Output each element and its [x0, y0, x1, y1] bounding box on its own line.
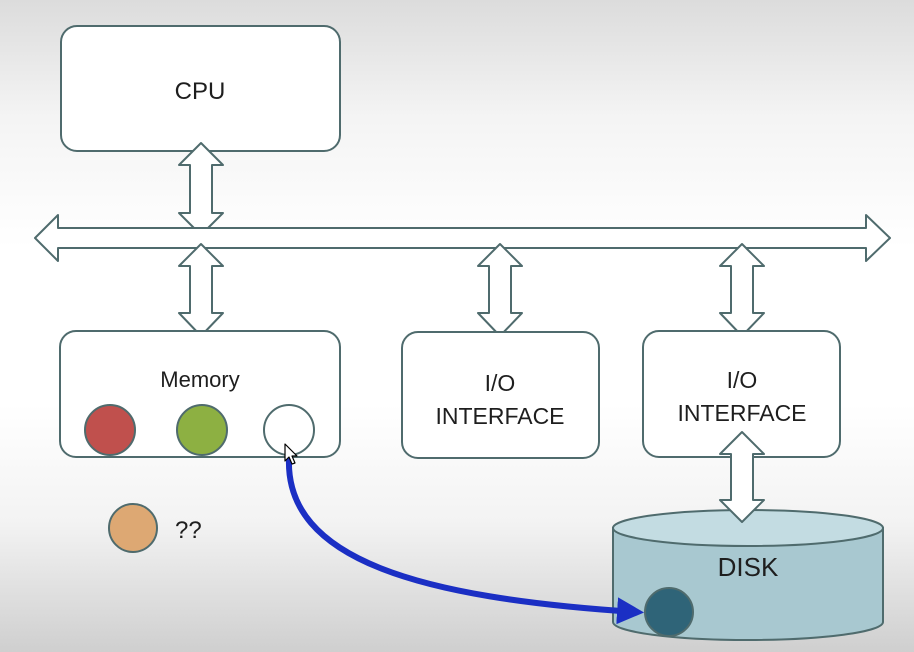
- cpu-label: CPU: [175, 78, 226, 105]
- unknown-page: ??: [108, 503, 202, 553]
- memory-page-green: [176, 404, 228, 456]
- io1-label-line1: I/O: [485, 370, 516, 396]
- io2-label-line1: I/O: [727, 367, 758, 393]
- unknown-page-circle: [108, 503, 158, 553]
- disk-label: DISK: [718, 552, 779, 582]
- bus-memory-arrow: [178, 243, 224, 337]
- memory-label: Memory: [160, 367, 239, 392]
- io-interface-box-1: I/O INTERFACE: [401, 331, 600, 459]
- io2-label-line2: INTERFACE: [677, 400, 806, 426]
- bus-io2-arrow: [719, 243, 765, 337]
- io2-disk-arrow: [719, 431, 765, 523]
- memory-box: Memory: [59, 330, 341, 458]
- disk-page: [644, 587, 694, 637]
- cpu-bus-arrow: [178, 142, 224, 236]
- memory-page-red: [84, 404, 136, 456]
- bus-io1-arrow: [477, 243, 523, 337]
- io-interface-box-2: I/O INTERFACE: [642, 330, 841, 458]
- disk-cylinder: DISK: [612, 509, 884, 641]
- mouse-cursor-icon: [284, 443, 298, 465]
- unknown-page-label: ??: [175, 517, 202, 544]
- swap-out-arrow: [285, 455, 645, 625]
- cpu-box: CPU: [60, 25, 341, 152]
- system-bus-arrow: [34, 214, 891, 262]
- io1-label-line2: INTERFACE: [435, 403, 564, 429]
